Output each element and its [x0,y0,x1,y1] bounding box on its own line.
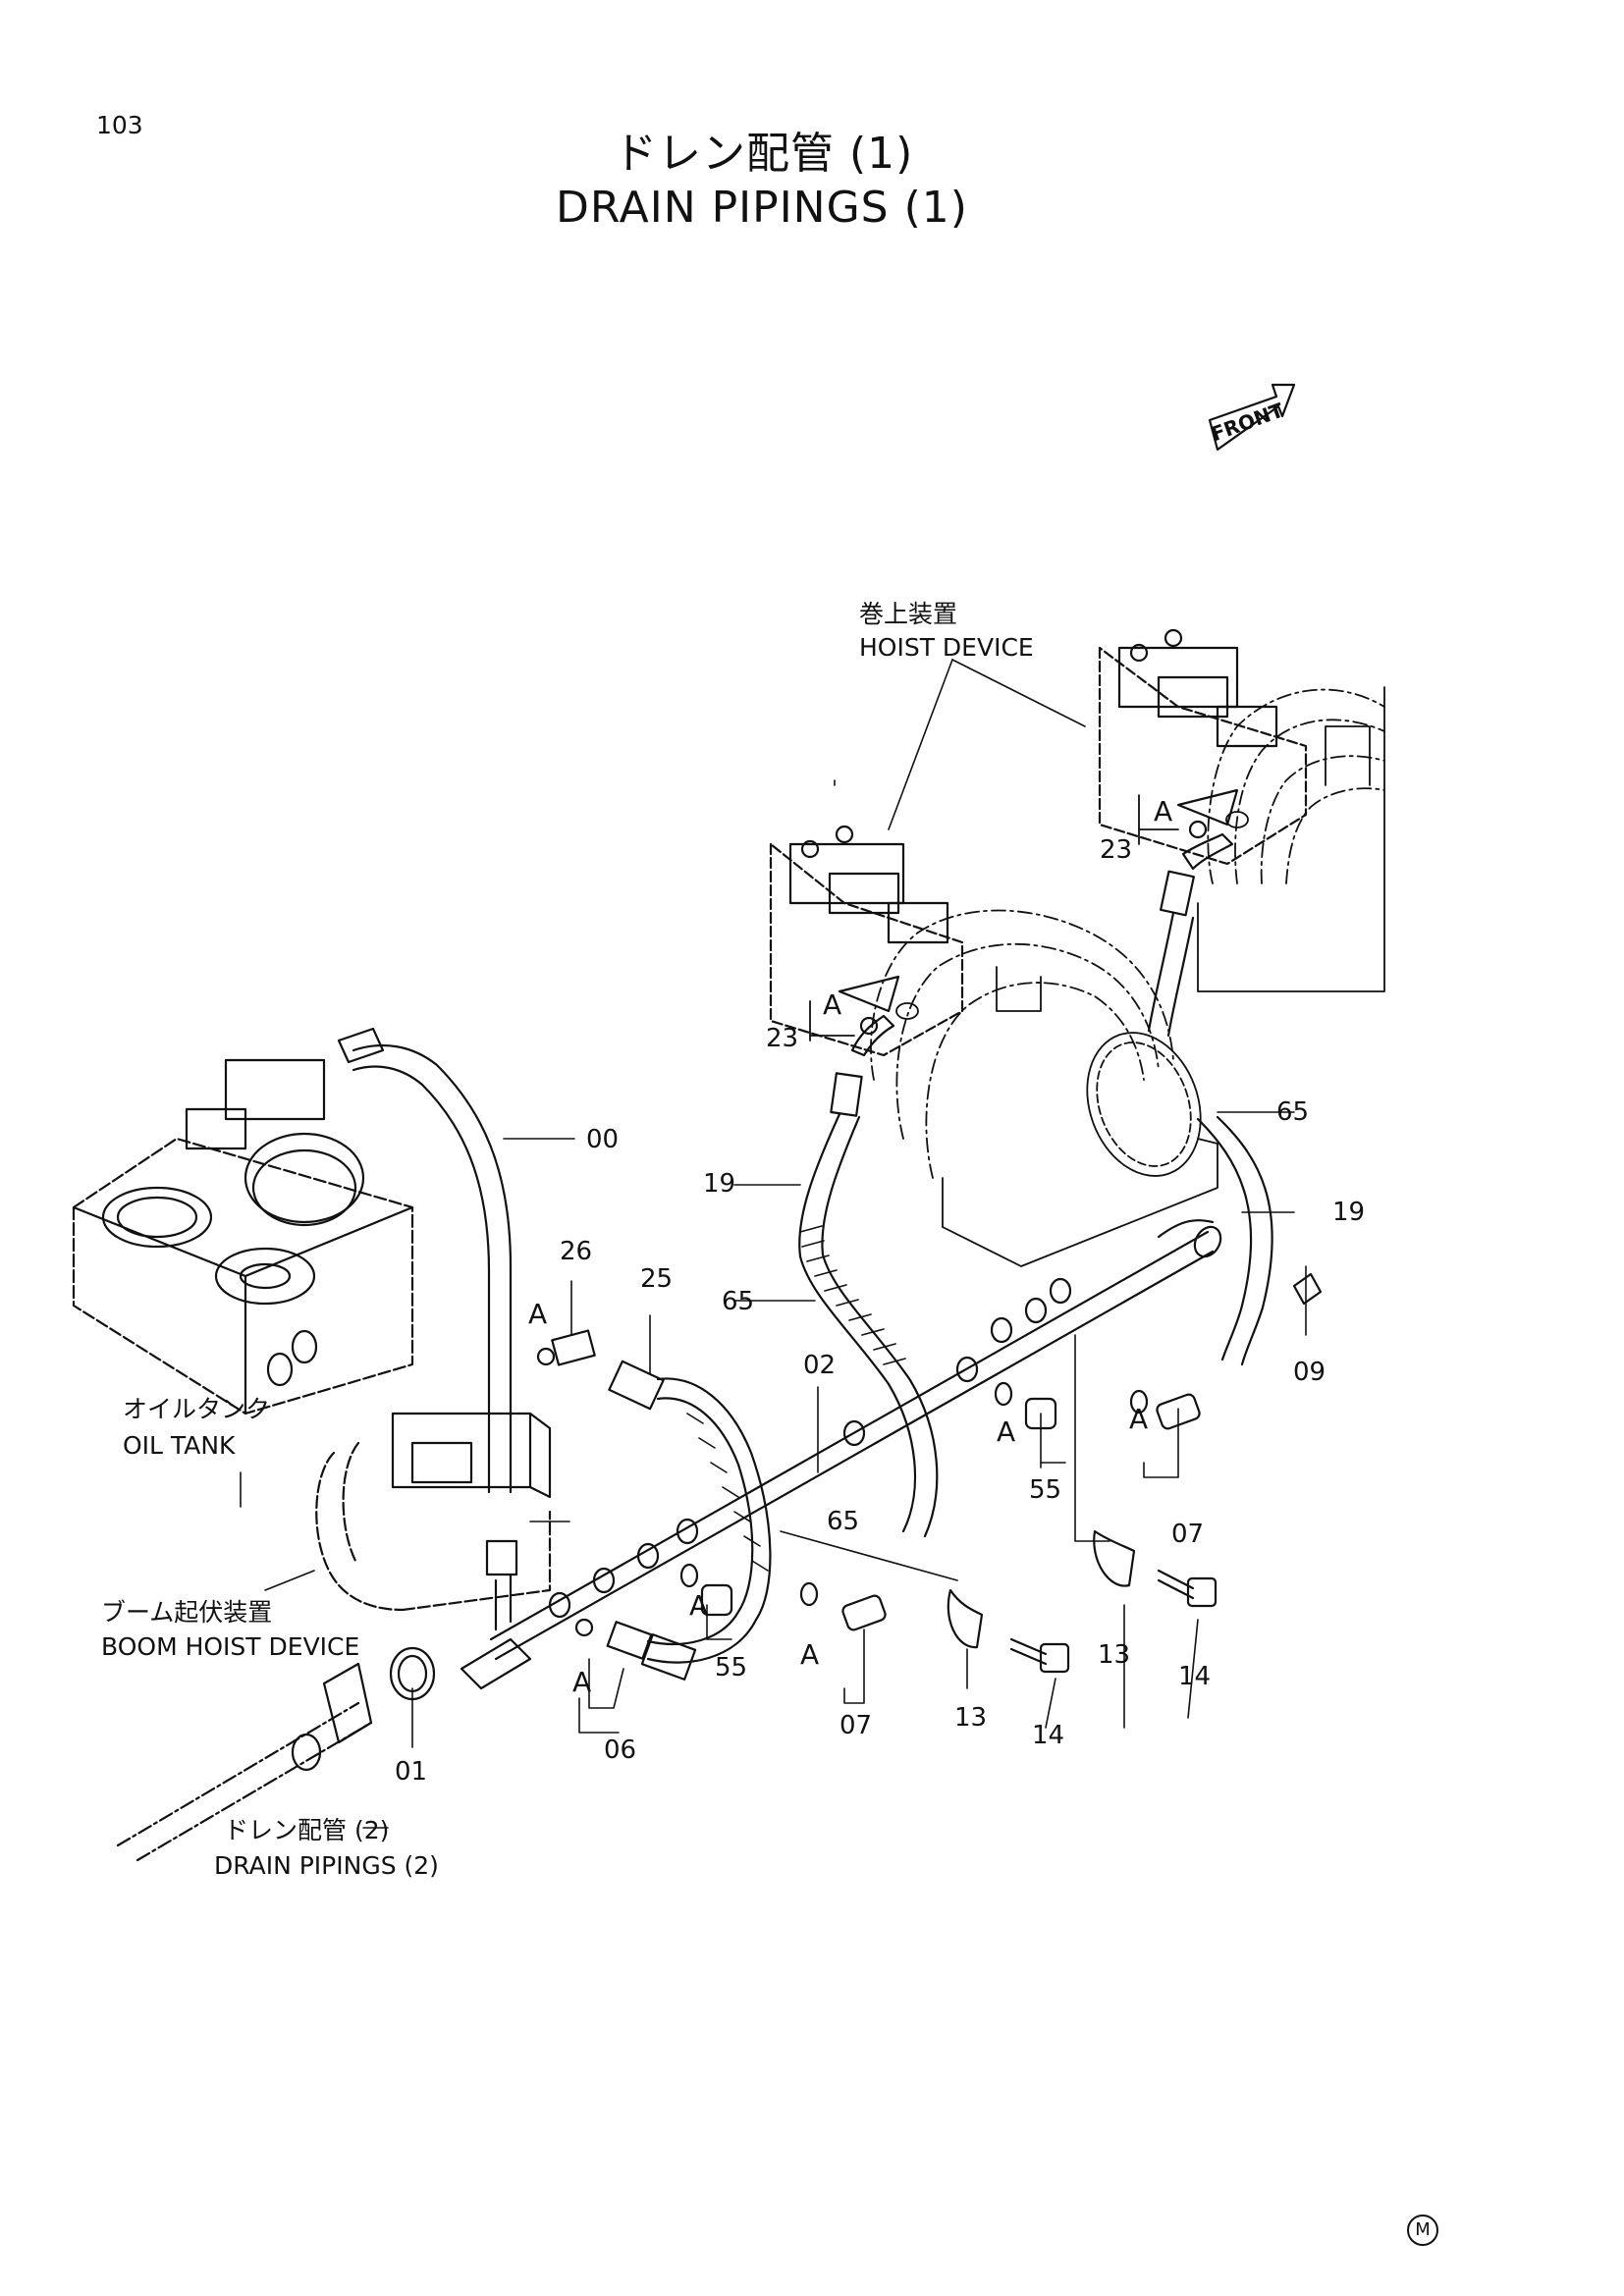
drain-pipe-lower [116,1646,436,1862]
boom-hoist-label-ja: ブーム起伏装置 [101,1598,273,1627]
detail-a-upper-hoist: A [1154,795,1173,828]
detail-a-55-right: A [997,1415,1016,1448]
hose-25 [608,1360,772,1682]
fittings-right [679,1272,1323,1674]
detail-a-07-right: A [1129,1403,1149,1435]
corner-mark: M [1407,2215,1438,2246]
leader-lines [240,659,1307,1829]
title-english: DRAIN PIPINGS (1) [556,183,968,233]
detail-a-07-left: A [800,1638,820,1671]
hose-19-right [1147,911,1273,1366]
part-26: 26 [560,1237,593,1266]
part-55-left: 55 [715,1653,748,1682]
drain-pipings-2-label-en: DRAIN PIPINGS (2) [214,1851,439,1880]
front-arrow-icon [1208,383,1296,452]
part-06: 06 [604,1735,637,1765]
part-07-left: 07 [839,1711,873,1740]
part-55-right: 55 [1029,1475,1062,1505]
detail-brackets [809,794,1249,1041]
page-number: 103 [96,111,143,139]
part-65-lower: 65 [827,1507,860,1536]
part-65-top: 65 [1276,1097,1310,1127]
part-14-left: 14 [1032,1721,1065,1750]
part-65-middle: 65 [722,1287,755,1316]
part-02: 02 [803,1351,837,1380]
part-23-upper: 23 [1100,835,1133,865]
part-13-left: 13 [954,1703,988,1733]
detail-a-06: A [572,1666,592,1698]
part-07-right: 07 [1171,1520,1205,1549]
spiral-guard-65 [686,1225,906,1572]
hoist-drum-rear [1197,686,1385,992]
oil-tank-label-ja: オイルタンク [123,1395,271,1423]
hoist-device-label-ja: 巻上装置 [859,600,958,628]
drain-manifold-02 [460,1219,1222,1690]
fittings-26-06 [536,1329,653,1660]
part-19-left: 19 [703,1169,736,1199]
part-19-right: 19 [1332,1198,1366,1227]
part-25: 25 [640,1264,674,1294]
part-13-right: 13 [1098,1640,1131,1670]
oil-tank-label-en: OIL TANK [123,1431,236,1460]
drain-pipings-2-label-ja: ドレン配管 (2) [224,1816,390,1844]
boom-hoist-label-en: BOOM HOIST DEVICE [101,1632,360,1661]
part-23-lower: 23 [766,1024,799,1053]
hose-19-left [798,1112,939,1538]
hoist-valve-lower [769,825,964,1057]
title-japanese: ドレン配管 (1) [614,129,914,179]
part-09: 09 [1293,1358,1326,1387]
detail-a-26: A [528,1298,548,1330]
hoist-valve-upper [1098,628,1308,866]
boom-hoist-device [315,1412,552,1612]
detail-a-55-left: A [689,1589,709,1622]
part-00: 00 [586,1125,620,1154]
part-14-right: 14 [1178,1662,1212,1691]
elbow-fittings-top [830,832,1234,1117]
hoist-device-label-en: HOIST DEVICE [859,633,1034,662]
detail-a-lower-hoist: A [823,988,842,1021]
hoist-drum-front [870,909,1218,1267]
part-01: 01 [395,1757,428,1787]
oil-tank [72,1058,414,1415]
pipe-00 [337,1027,513,1494]
